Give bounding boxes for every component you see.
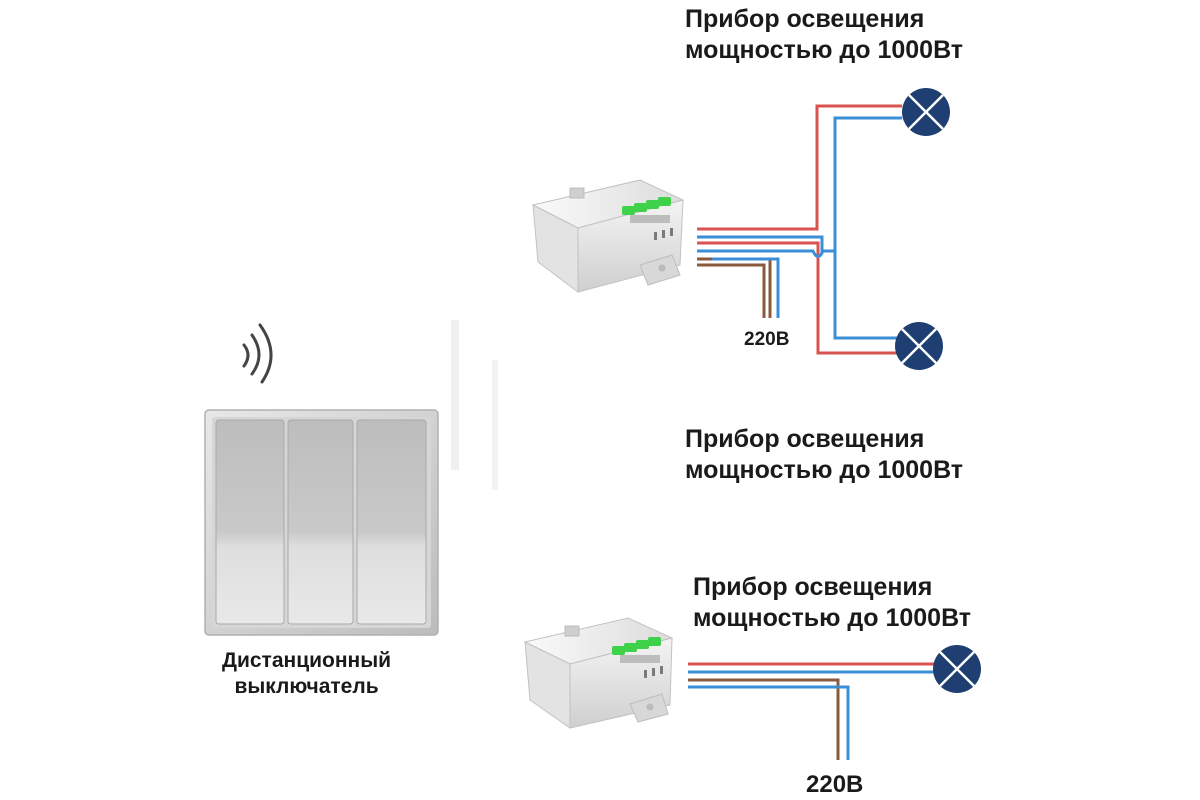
wireless-switch <box>204 323 439 636</box>
lamp-label-bottom-line1: Прибор освещения <box>693 573 933 601</box>
wireless-signal-icon <box>242 323 273 384</box>
lamp-label-bottom: Прибор освещения мощностью до 1000Вт <box>693 572 971 633</box>
lamp-label-top-line1: Прибор освещения <box>685 5 925 33</box>
switch-button-right[interactable] <box>356 419 427 625</box>
switch-label-line2: выключатель <box>234 674 379 698</box>
switch-button-middle[interactable] <box>287 419 354 625</box>
relay-module-bottom <box>523 617 674 729</box>
terminal-block-bottom <box>612 637 661 663</box>
switch-label-line1: Дистанционный <box>222 649 392 672</box>
lamp-icon-top-upper <box>902 88 950 136</box>
lamp-label-middle-line1: Прибор освещения <box>685 425 925 453</box>
lamp-icon-top-lower <box>895 322 943 370</box>
lamp-label-top-line2: мощностью до 1000Вт <box>685 35 964 64</box>
terminal-block-top <box>622 197 671 223</box>
switch-button-left[interactable] <box>215 419 285 625</box>
lamp-label-bottom-line2: мощностью до 1000Вт <box>693 603 972 632</box>
lamp-icon-bottom <box>933 645 981 693</box>
lamp-label-top: Прибор освещения мощностью до 1000Вт <box>685 4 963 65</box>
wiring-top <box>697 104 902 355</box>
lamp-label-middle-line2: мощностью до 1000Вт <box>685 455 964 484</box>
relay-module-top <box>531 179 685 293</box>
switch-label: Дистанционный выключатель <box>222 648 391 699</box>
lamp-label-middle: Прибор освещения мощностью до 1000Вт <box>685 424 963 485</box>
wiring-bottom <box>688 662 935 760</box>
voltage-label-top: 220В <box>744 329 790 350</box>
voltage-label-bottom: 220В <box>806 771 864 798</box>
